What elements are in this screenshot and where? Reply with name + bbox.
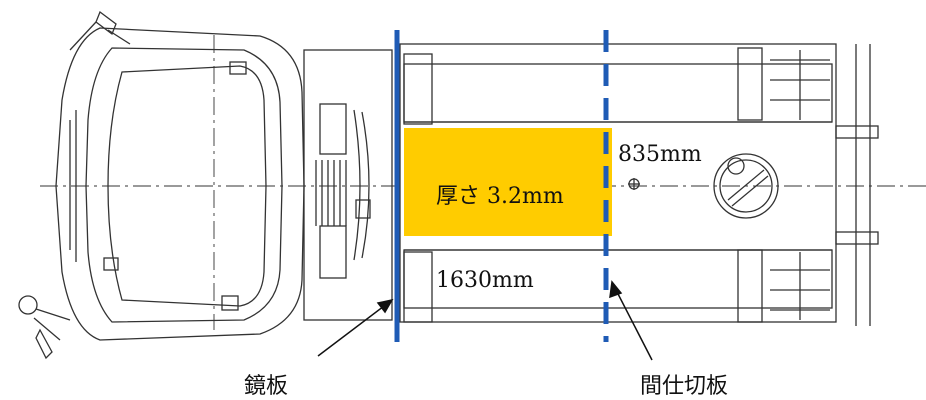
center-fitting [628, 178, 640, 190]
manhole-cover [713, 153, 779, 219]
end-plate-label: 鏡板 [244, 374, 289, 399]
width-dimension-label: 835mm [618, 142, 702, 167]
hose-reel [303, 49, 393, 321]
thickness-label: 厚さ 3.2mm [436, 184, 564, 209]
partition-arrow [609, 280, 653, 361]
length-dimension-label: 1630mm [436, 268, 534, 293]
cab-outline [18, 10, 305, 360]
tank-body [399, 43, 879, 326]
compartment-highlight [404, 128, 612, 236]
end-plate-arrow [317, 298, 394, 357]
partition-plate-label: 間仕切板 [640, 374, 729, 399]
